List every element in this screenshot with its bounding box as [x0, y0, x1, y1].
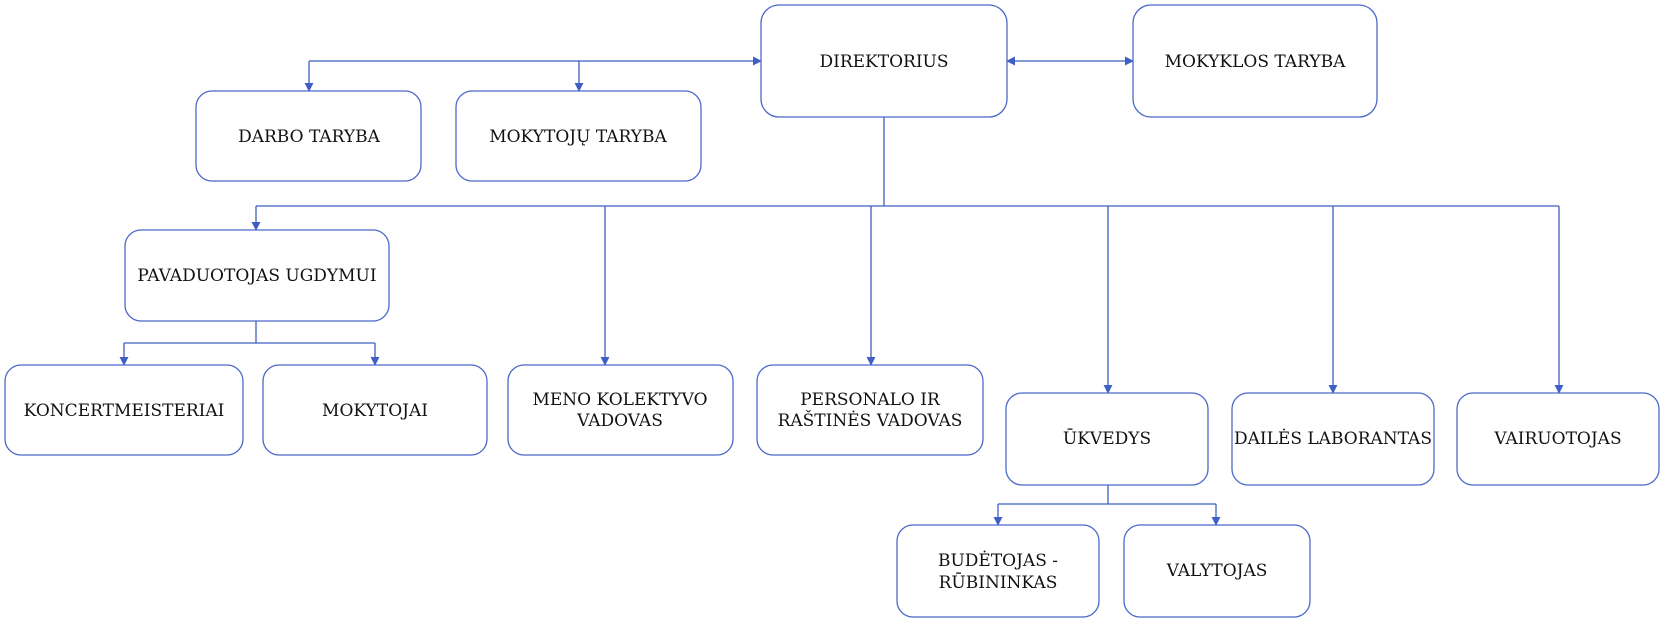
- node-label-line-2: VADOVAS: [576, 411, 663, 431]
- node-label: ŪKVEDYS: [1063, 428, 1151, 449]
- node-label-line-1: BUDĖTOJAS -: [938, 550, 1058, 571]
- node-label-line-2: RŪBININKAS: [939, 572, 1058, 593]
- node-dailes-laborantas: DAILĖS LABORANTAS: [1231, 392, 1435, 486]
- node-darbo-taryba: DARBO TARYBA: [195, 90, 422, 182]
- node-label: MOKYTOJAI: [322, 401, 428, 421]
- node-ukvedys: ŪKVEDYS: [1005, 392, 1209, 486]
- node-label: DAILĖS LABORANTAS: [1234, 428, 1432, 449]
- node-mokyklos-taryba: MOKYKLOS TARYBA: [1132, 4, 1378, 118]
- node-valytojas: VALYTOJAS: [1123, 524, 1311, 618]
- node-label: DIREKTORIUS: [819, 52, 948, 72]
- node-label: DARBO TARYBA: [238, 127, 381, 147]
- node-label: MOKYKLOS TARYBA: [1165, 52, 1346, 72]
- node-personalo-ir-rastines-vadovas: PERSONALO IR RAŠTINĖS VADOVAS: [756, 364, 984, 456]
- node-direktorius: DIREKTORIUS: [760, 4, 1008, 118]
- node-label: VAIRUOTOJAS: [1493, 429, 1621, 449]
- node-label-line-2: RAŠTINĖS VADOVAS: [778, 410, 963, 431]
- node-mokytoju-taryba: MOKYTOJŲ TARYBA: [455, 90, 702, 182]
- connectors: [119, 56, 1564, 526]
- node-label: MOKYTOJŲ TARYBA: [489, 127, 667, 147]
- node-label: PAVADUOTOJAS UGDYMUI: [137, 266, 376, 286]
- node-meno-kolektyvo-vadovas: MENO KOLEKTYVO VADOVAS: [507, 364, 734, 456]
- node-mokytojai: MOKYTOJAI: [262, 364, 488, 456]
- node-label: VALYTOJAS: [1166, 561, 1268, 581]
- node-koncertmeisteriai: KONCERTMEISTERIAI: [4, 364, 244, 456]
- node-label-line-1: MENO KOLEKTYVO: [532, 390, 707, 410]
- node-label: KONCERTMEISTERIAI: [24, 401, 225, 421]
- node-vairuotojas: VAIRUOTOJAS: [1456, 392, 1660, 486]
- node-label-line-1: PERSONALO IR: [800, 390, 941, 410]
- node-pavaduotojas-ugdymui: PAVADUOTOJAS UGDYMUI: [124, 229, 390, 322]
- node-budetojas-rubininkas: BUDĖTOJAS - RŪBININKAS: [896, 524, 1100, 618]
